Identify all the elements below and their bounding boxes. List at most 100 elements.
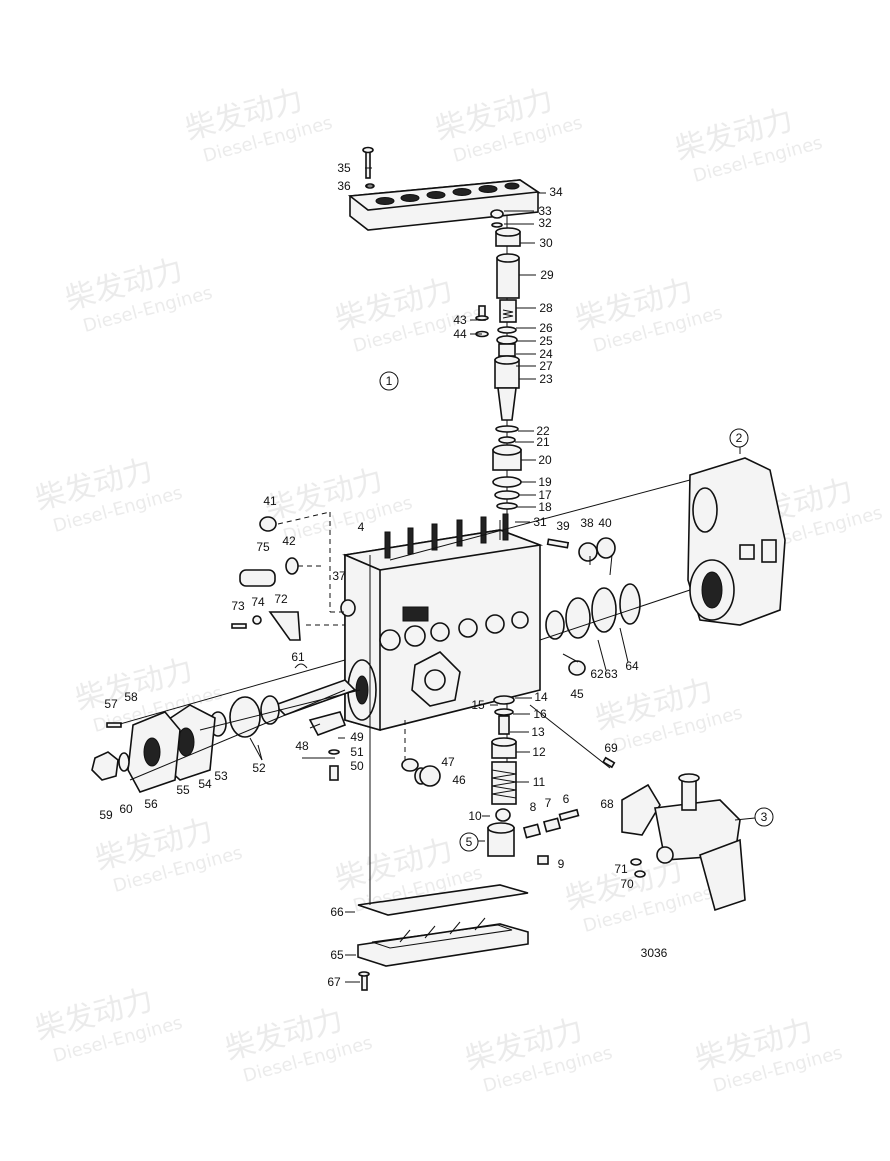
callout-part-25: 25 (539, 334, 553, 348)
callout-part-39: 39 (556, 519, 570, 533)
callout-number: 5 (466, 835, 473, 849)
callout-part-28: 28 (539, 301, 553, 315)
callout-part-55: 55 (176, 783, 190, 797)
callout-part-23: 23 (539, 372, 553, 386)
callout-labels: 1 2 3 5 4 6 7 8 9 10 11 12 13 14 15 16 1… (99, 161, 774, 989)
callout-part-7: 7 (545, 796, 552, 810)
callout-part-44: 44 (453, 327, 467, 341)
callout-part-52: 52 (252, 761, 266, 775)
callout-part-67: 67 (327, 975, 341, 989)
callout-part-24: 24 (539, 347, 553, 361)
callout-part-46: 46 (452, 773, 466, 787)
callout-part-29: 29 (540, 268, 554, 282)
callout-part-49: 49 (350, 730, 364, 744)
callout-part-31: 31 (533, 515, 547, 529)
leader-lines (119, 167, 756, 983)
feed-pump-drawing (602, 756, 746, 912)
watermark: 柴发动力 Diesel-Engines (672, 103, 825, 187)
watermark: 柴发动力 Diesel-Engines (222, 1003, 375, 1087)
callout-part-27: 27 (539, 359, 553, 373)
callout-part-48: 48 (295, 739, 309, 753)
callout-part-43: 43 (453, 313, 467, 327)
callout-part-18: 18 (538, 500, 552, 514)
callout-part-30: 30 (539, 236, 553, 250)
callout-part-35: 35 (337, 161, 351, 175)
callout-part-53: 53 (214, 769, 228, 783)
callout-number: 3 (761, 810, 768, 824)
callout-part-71: 71 (614, 862, 628, 876)
delivery-valve-stack-drawing (475, 209, 522, 800)
callout-part-38: 38 (580, 516, 594, 530)
callout-number: 1 (386, 374, 393, 388)
callout-part-42: 42 (282, 534, 296, 548)
callout-part-36: 36 (337, 179, 351, 193)
callout-part-61: 61 (291, 650, 305, 664)
callout-group-3: 3 (754, 807, 774, 827)
callout-part-70: 70 (620, 877, 634, 891)
callout-part-40: 40 (598, 516, 612, 530)
watermark: 柴发动力 Diesel-Engines (572, 273, 725, 357)
watermark: 柴发动力 Diesel-Engines (32, 983, 185, 1067)
callout-number: 2 (736, 431, 743, 445)
callout-part-33: 33 (538, 204, 552, 218)
watermark: 柴发动力 Diesel-Engines (92, 813, 245, 897)
pump-housing-drawing (342, 513, 544, 732)
watermark: 柴发动力 Diesel-Engines (692, 1013, 845, 1097)
callout-part-22: 22 (536, 424, 550, 438)
callout-part-58: 58 (124, 690, 138, 704)
callout-part-21: 21 (536, 435, 550, 449)
callout-part-41: 41 (263, 494, 277, 508)
bottom-cover-drawing (357, 884, 529, 991)
callout-part-64: 64 (625, 659, 639, 673)
callout-part-16: 16 (533, 707, 547, 721)
callout-part-13: 13 (531, 725, 545, 739)
watermark: 柴发动力 Diesel-Engines (182, 83, 335, 167)
callout-part-47: 47 (441, 755, 455, 769)
callout-part-45: 45 (570, 687, 584, 701)
callout-part-37: 37 (332, 569, 346, 583)
callout-part-60: 60 (119, 802, 133, 816)
callout-part-73: 73 (231, 599, 245, 613)
callout-part-19: 19 (538, 475, 552, 489)
callout-part-62: 62 (590, 667, 604, 681)
callout-part-17: 17 (538, 488, 552, 502)
callout-part-63: 63 (604, 667, 618, 681)
watermark: 柴发动力 Diesel-Engines (62, 253, 215, 337)
callout-part-10: 10 (468, 809, 482, 823)
callout-part-56: 56 (144, 797, 158, 811)
callout-part-20: 20 (538, 453, 552, 467)
callout-part-9: 9 (558, 857, 565, 871)
callout-part-4: 4 (358, 520, 365, 534)
callout-part-59: 59 (99, 808, 113, 822)
callout-part-51: 51 (350, 745, 364, 759)
watermark: 柴发动力 Diesel-Engines (32, 453, 185, 537)
callout-part-26: 26 (539, 321, 553, 335)
callout-part-32: 32 (538, 216, 552, 230)
callout-part-69: 69 (604, 741, 618, 755)
callout-part-66: 66 (330, 905, 344, 919)
figure-reference-number: 3036 (641, 946, 668, 960)
callout-group-2: 2 (729, 428, 749, 448)
callout-part-15: 15 (471, 698, 485, 712)
callout-part-57: 57 (104, 697, 118, 711)
callout-group-5: 5 (459, 832, 479, 852)
callout-part-50: 50 (350, 759, 364, 773)
callout-part-65: 65 (330, 948, 344, 962)
callout-part-14: 14 (534, 690, 548, 704)
plunger-tappet-drawing (328, 695, 580, 865)
callout-part-54: 54 (198, 777, 212, 791)
pump-top-cover-drawing (347, 146, 541, 231)
callout-part-68: 68 (600, 797, 614, 811)
callout-part-34: 34 (549, 185, 563, 199)
callout-group-1: 1 (379, 371, 399, 391)
callout-part-8: 8 (530, 800, 537, 814)
callout-part-75: 75 (256, 540, 270, 554)
watermark: 柴发动力 Diesel-Engines (462, 1013, 615, 1097)
callout-part-11: 11 (533, 775, 546, 789)
callout-part-12: 12 (532, 745, 546, 759)
callout-part-72: 72 (274, 592, 288, 606)
bearing-rings-drawing (545, 537, 641, 676)
governor-housing-drawing (687, 457, 786, 626)
